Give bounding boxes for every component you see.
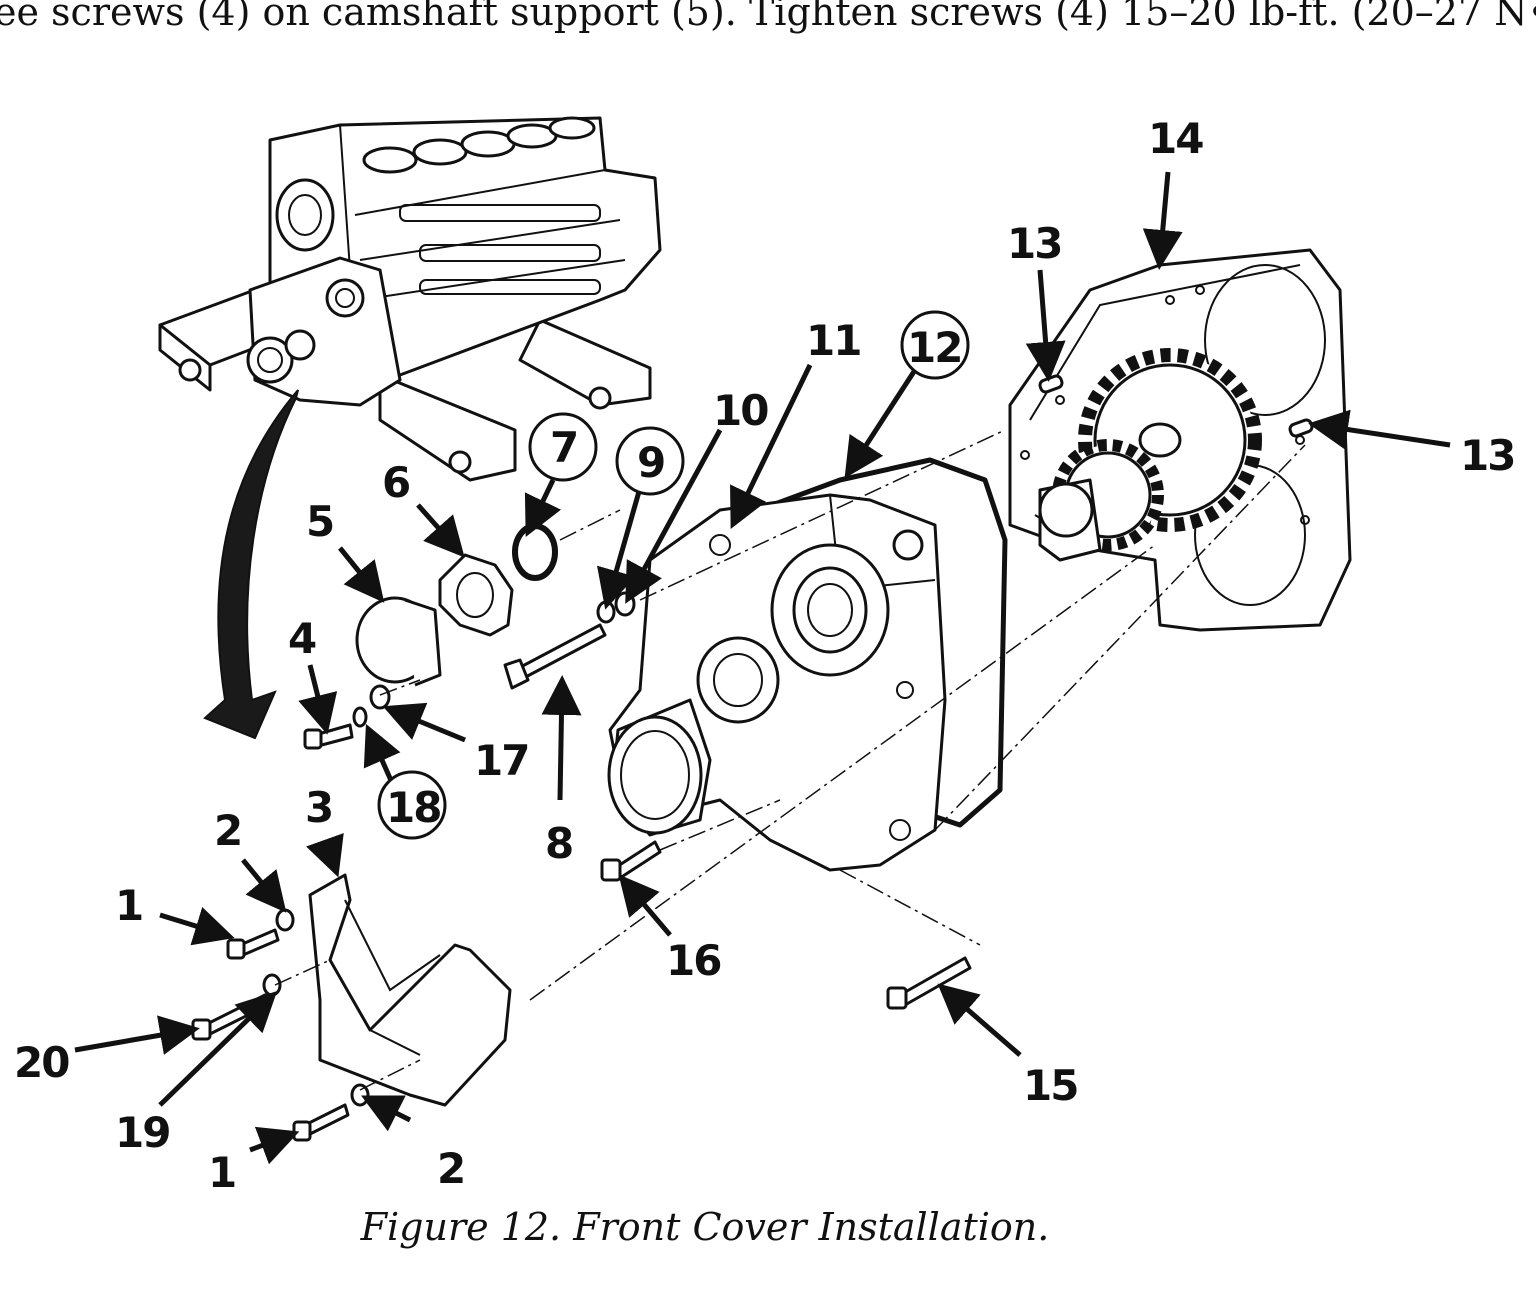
engine-block-illustration [158,116,662,482]
callout-17: 17 [474,736,528,785]
callout-9-circle [615,426,685,496]
callout-20: 20 [14,1038,69,1087]
callout-9: 9 [637,438,664,487]
callout-4: 4 [288,614,316,663]
callout-15: 15 [1023,1061,1077,1110]
callout-10: 10 [713,386,768,435]
figure-caption: Figure 12. Front Cover Installation. [360,1205,1050,1249]
instruction-text: ee screws (4) on camshaft support (5). T… [0,0,1536,34]
callout-5: 5 [306,497,333,546]
stud [513,623,607,682]
alignment-lines [274,429,1306,1091]
callout-12: 12 [907,323,961,372]
callout-7: 7 [550,423,577,472]
callout-13b: 13 [1460,431,1514,480]
callout-2b: 2 [437,1144,464,1193]
callout-16: 16 [666,936,720,985]
callout-6: 6 [382,458,409,507]
leader-arrows [74,171,1451,1165]
callout-1a: 1 [115,881,142,930]
callout-11: 11 [806,316,860,365]
o-ring [512,523,558,581]
callout-18: 18 [386,783,440,832]
camshaft-support [355,596,442,687]
rear-plate-with-gears [1008,248,1352,632]
callout-2a: 2 [214,806,241,855]
callout-13a: 13 [1007,219,1061,268]
camshaft-gasket [438,553,514,637]
mounting-bracket [308,873,512,1107]
front-cover-illustration [607,493,947,872]
callout-19: 19 [115,1108,169,1157]
callout-1b: 1 [208,1148,235,1197]
callout-8: 8 [545,819,572,868]
callout-12-circle [900,310,970,380]
callout-14: 14 [1148,114,1203,163]
callout-7-circle [528,412,598,482]
zoom-arrow [203,389,299,740]
callout-3: 3 [305,783,332,832]
callout-18-circle [377,770,447,840]
